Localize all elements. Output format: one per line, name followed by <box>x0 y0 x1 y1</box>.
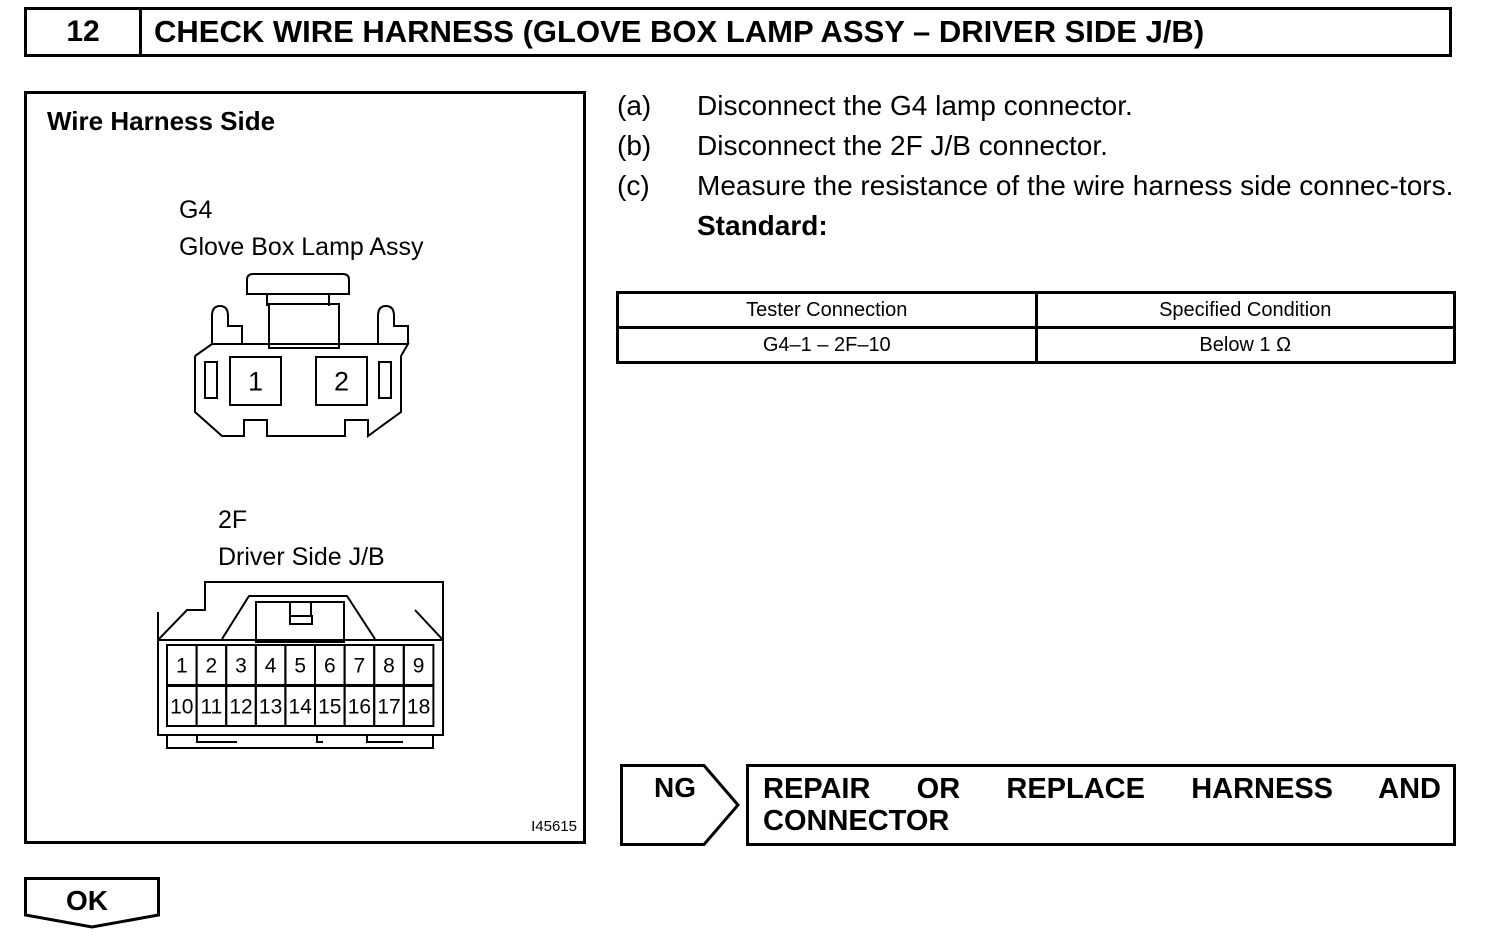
svg-text:12: 12 <box>229 696 252 719</box>
2f-pin: 11 <box>195 685 228 727</box>
table-row: G4–1 – 2F–10 Below 1 Ω <box>616 326 1456 364</box>
illustration-heading: Wire Harness Side <box>47 106 276 136</box>
svg-text:16: 16 <box>348 696 371 719</box>
spec-table: Tester Connection Specified Condition G4… <box>616 291 1456 364</box>
svg-text:2: 2 <box>334 367 349 397</box>
g4-connector-drawing <box>194 273 410 438</box>
2f-connector-code: 2F <box>218 506 248 534</box>
2f-pin: 8 <box>373 644 405 686</box>
2f-pin: 4 <box>254 644 287 686</box>
g4-connector-code: G4 <box>179 196 213 224</box>
g4-connector-label: G4 Glove Box Lamp Assy <box>179 192 424 266</box>
svg-text:9: 9 <box>413 655 425 678</box>
ok-label: OK <box>66 885 108 916</box>
2f-pin: 18 <box>402 685 435 727</box>
svg-text:7: 7 <box>354 655 366 678</box>
procedure-steps: (a) Disconnect the G4 lamp connector. (b… <box>617 86 1462 246</box>
ng-label: NG <box>654 772 696 803</box>
figure-id: I45615 <box>531 818 577 835</box>
2f-pin: 5 <box>284 644 316 686</box>
ng-action-text: REPAIR OR REPLACE HARNESS AND CONNECTOR <box>746 764 1456 846</box>
svg-text:18: 18 <box>407 696 430 719</box>
2f-pin: 17 <box>373 685 405 727</box>
2f-pin: 1 <box>166 644 198 686</box>
step-b: (b) Disconnect the 2F J/B connector. <box>617 126 1462 166</box>
step-text: Disconnect the G4 lamp connector. <box>697 90 1133 121</box>
table-cell: G4–1 – 2F–10 <box>616 326 1038 364</box>
svg-text:2: 2 <box>206 655 218 678</box>
wire-harness-illustration: Wire Harness Side G4 Glove Box Lamp Assy… <box>24 91 586 844</box>
step-letter: (b) <box>617 130 652 161</box>
g4-pin: 2 <box>315 356 368 406</box>
2f-pin: 12 <box>225 685 257 727</box>
2f-connector-drawing <box>157 581 444 749</box>
svg-text:10: 10 <box>170 696 193 719</box>
svg-text:5: 5 <box>294 655 306 678</box>
table-header-cell: Tester Connection <box>616 291 1038 329</box>
svg-text:17: 17 <box>377 696 400 719</box>
g4-pin: 1 <box>229 356 282 406</box>
ng-branch-button[interactable]: NG <box>620 764 740 846</box>
g4-connector-name: Glove Box Lamp Assy <box>179 233 424 261</box>
2f-connector-label: 2F Driver Side J/B <box>218 502 385 576</box>
standard-label: Standard: <box>697 210 828 241</box>
table-header-cell: Specified Condition <box>1034 291 1456 329</box>
ok-arrow-icon <box>24 877 160 929</box>
2f-pin: 13 <box>254 685 287 727</box>
step-a: (a) Disconnect the G4 lamp connector. <box>617 86 1462 126</box>
2f-pin: 2 <box>195 644 228 686</box>
2f-pin: 7 <box>343 644 376 686</box>
step-title: CHECK WIRE HARNESS (GLOVE BOX LAMP ASSY … <box>154 14 1205 49</box>
svg-text:11: 11 <box>200 696 222 719</box>
svg-text:6: 6 <box>324 655 336 678</box>
2f-pin: 10 <box>166 685 198 727</box>
step-c: (c) Measure the resistance of the wire h… <box>617 166 1462 206</box>
step-letter: (a) <box>617 90 652 121</box>
svg-text:8: 8 <box>383 655 395 678</box>
svg-text:14: 14 <box>289 696 313 719</box>
step-letter: (c) <box>617 170 650 201</box>
2f-pin: 9 <box>402 644 435 686</box>
svg-text:1: 1 <box>176 655 188 678</box>
step-number: 12 <box>27 10 142 54</box>
2f-pin: 16 <box>343 685 376 727</box>
2f-pin: 15 <box>314 685 346 727</box>
svg-text:13: 13 <box>259 696 282 719</box>
svg-text:1: 1 <box>248 367 263 397</box>
2f-pin: 3 <box>225 644 257 686</box>
svg-text:15: 15 <box>318 696 341 719</box>
svg-text:3: 3 <box>235 655 247 678</box>
step-text: Disconnect the 2F J/B connector. <box>697 130 1108 161</box>
ok-branch-button[interactable]: OK <box>24 877 160 929</box>
table-header-row: Tester Connection Specified Condition <box>616 291 1456 329</box>
2f-pin: 14 <box>284 685 316 727</box>
ng-arrow-icon <box>620 764 740 846</box>
table-cell: Below 1 Ω <box>1034 326 1456 364</box>
step-header: 12 CHECK WIRE HARNESS (GLOVE BOX LAMP AS… <box>24 7 1452 57</box>
2f-connector-name: Driver Side J/B <box>218 543 385 571</box>
svg-text:4: 4 <box>265 655 277 678</box>
2f-pin: 6 <box>314 644 346 686</box>
step-text: Measure the resistance of the wire harne… <box>697 170 1454 201</box>
